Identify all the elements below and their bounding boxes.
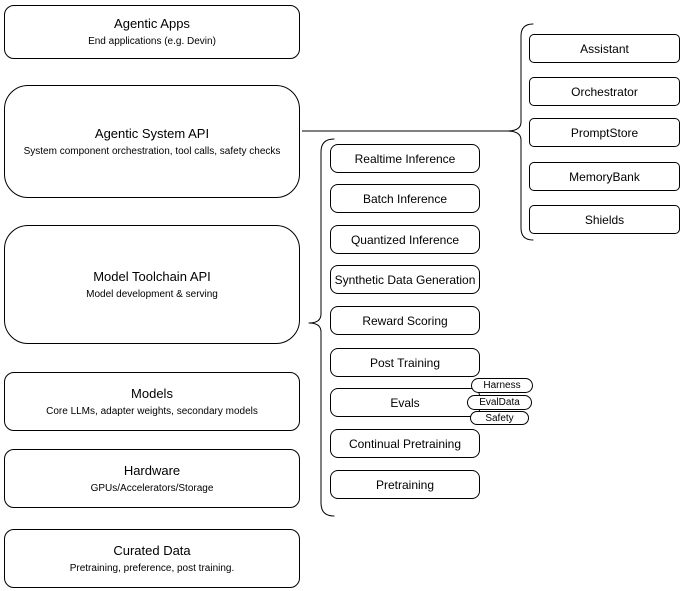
node-subtitle: GPUs/Accelerators/Storage [90, 482, 214, 494]
node-pretraining: Pretraining [330, 470, 480, 499]
node-orchestrator: Orchestrator [529, 77, 680, 106]
node-label: Synthetic Data Generation [334, 272, 476, 287]
node-title: Hardware [123, 462, 181, 478]
node-hardware: Hardware GPUs/Accelerators/Storage [4, 449, 300, 508]
node-title: Curated Data [113, 542, 191, 558]
node-curated-data: Curated Data Pretraining, preference, po… [4, 529, 300, 588]
node-label: PromptStore [570, 125, 639, 140]
node-post-training: Post Training [330, 348, 480, 377]
node-evals: Evals [330, 388, 480, 417]
node-label: Shields [584, 212, 625, 227]
node-subtitle: Core LLMs, adapter weights, secondary mo… [46, 405, 258, 417]
tag-label: Safety [485, 412, 514, 424]
node-label: Quantized Inference [350, 232, 460, 247]
toolchain-bracket [308, 138, 335, 517]
node-subtitle: System component orchestration, tool cal… [23, 145, 281, 157]
node-model-toolchain-api: Model Toolchain API Model development & … [4, 225, 300, 344]
node-label: Post Training [369, 355, 441, 370]
node-label: Reward Scoring [362, 313, 448, 328]
node-title: Models [131, 385, 173, 401]
node-title: Model Toolchain API [93, 268, 211, 284]
node-label: Assistant [580, 41, 629, 56]
node-title: Agentic System API [94, 125, 210, 141]
node-agentic-apps: Agentic Apps End applications (e.g. Devi… [4, 5, 300, 59]
tag-safety: Safety [470, 411, 529, 425]
node-realtime-inference: Realtime Inference [330, 144, 480, 173]
node-synthetic-data-generation: Synthetic Data Generation [330, 265, 480, 294]
node-label: Realtime Inference [354, 151, 456, 166]
node-assistant: Assistant [529, 34, 680, 63]
node-title: Agentic Apps [114, 16, 190, 31]
tag-label: EvalData [479, 397, 520, 408]
system-bracket [506, 23, 534, 241]
tag-evaldata: EvalData [467, 395, 532, 410]
node-label: Pretraining [375, 477, 435, 492]
node-label: Orchestrator [571, 84, 638, 99]
node-subtitle: Model development & serving [86, 288, 218, 300]
node-batch-inference: Batch Inference [330, 184, 480, 213]
node-continual-pretraining: Continual Pretraining [330, 429, 480, 458]
node-agentic-system-api: Agentic System API System component orch… [4, 85, 300, 198]
node-subtitle: End applications (e.g. Devin) [88, 36, 216, 47]
node-shields: Shields [529, 205, 680, 234]
node-promptstore: PromptStore [529, 118, 680, 147]
node-subtitle: Pretraining, preference, post training. [69, 562, 235, 574]
tag-label: Harness [483, 380, 521, 391]
tag-harness: Harness [471, 378, 533, 393]
node-label: Batch Inference [362, 191, 448, 206]
node-label: Continual Pretraining [348, 436, 462, 451]
node-label: MemoryBank [569, 169, 640, 184]
node-label: Evals [390, 395, 420, 410]
node-quantized-inference: Quantized Inference [330, 225, 480, 254]
node-reward-scoring: Reward Scoring [330, 306, 480, 335]
node-memorybank: MemoryBank [529, 162, 680, 191]
node-models: Models Core LLMs, adapter weights, secon… [4, 372, 300, 431]
